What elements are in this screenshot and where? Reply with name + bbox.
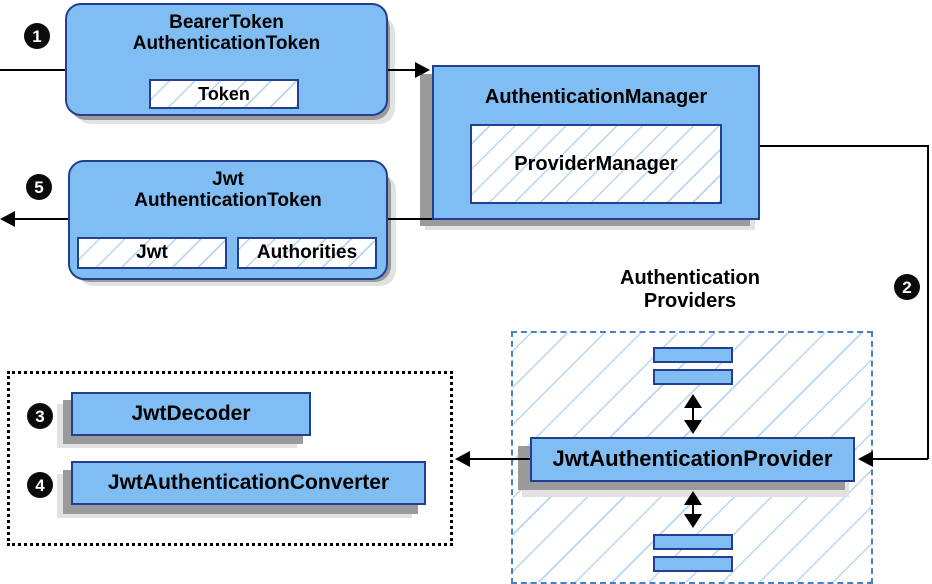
provider-to-support-arrowhead xyxy=(455,451,470,467)
manager-to-provider-line-vertical xyxy=(927,145,929,459)
step-bullet-4: 4 xyxy=(27,472,53,498)
provider-manager-inner-box[interactable]: ProviderManager xyxy=(470,124,722,204)
step-bullet-3: 3 xyxy=(27,403,53,429)
support-components-region xyxy=(7,371,453,546)
jwt-token-inner-jwt-box[interactable]: Jwt xyxy=(77,237,227,269)
bearer-token-node-label: BearerToken AuthenticationToken xyxy=(132,12,321,55)
authentication-manager-node-label: AuthenticationManager xyxy=(484,86,708,108)
jwt-authentication-provider-node[interactable]: JwtAuthenticationProvider xyxy=(530,437,855,482)
request-in-line xyxy=(0,69,66,71)
manager-to-provider-line-bottom xyxy=(873,458,928,460)
step-bullet-1: 1 xyxy=(24,23,50,49)
response-out-arrowhead xyxy=(0,211,15,227)
provider-down-arrow-line xyxy=(692,497,694,524)
manager-to-jwt-token-line xyxy=(388,218,432,220)
step-bullet-3-number: 3 xyxy=(35,406,45,426)
bearer-token-inner-token-label: Token xyxy=(198,83,250,104)
step-bullet-5-number: 5 xyxy=(34,177,44,197)
bearer-to-manager-arrowhead xyxy=(415,62,430,78)
provider-stub-bar-bottom-2 xyxy=(653,556,733,572)
step-bullet-4-number: 4 xyxy=(35,475,45,495)
provider-up-arrow-tail xyxy=(684,420,702,434)
jwt-decoder-label: JwtDecoder xyxy=(131,402,251,426)
provider-up-arrow-line xyxy=(692,400,694,430)
provider-stub-bar-top-2 xyxy=(653,369,733,385)
provider-up-arrow-head xyxy=(684,394,702,408)
provider-down-arrow-head xyxy=(684,491,702,505)
authentication-providers-caption: Authentication Providers xyxy=(620,267,760,312)
provider-stub-bar-top-1 xyxy=(653,347,733,363)
manager-to-provider-line-top xyxy=(760,145,928,147)
provider-to-support-line xyxy=(470,458,530,460)
step-bullet-1-number: 1 xyxy=(32,26,42,46)
jwt-authentication-converter-label: JwtAuthenticationConverter xyxy=(107,471,390,495)
provider-manager-label: ProviderManager xyxy=(514,152,678,175)
jwt-token-inner-authorities-label: Authorities xyxy=(256,242,358,263)
bearer-token-inner-token-box[interactable]: Token xyxy=(149,79,299,109)
jwt-authentication-converter-node[interactable]: JwtAuthenticationConverter xyxy=(71,461,426,505)
bearer-to-manager-line xyxy=(388,69,418,71)
manager-to-provider-arrowhead xyxy=(858,451,873,467)
jwt-token-inner-authorities-box[interactable]: Authorities xyxy=(237,237,377,269)
provider-down-arrow-tail xyxy=(684,514,702,528)
step-bullet-2: 2 xyxy=(894,274,920,300)
provider-stub-bar-bottom-1 xyxy=(653,534,733,550)
step-bullet-5: 5 xyxy=(26,174,52,200)
jwt-token-inner-jwt-label: Jwt xyxy=(136,242,168,263)
jwt-authentication-provider-label: JwtAuthenticationProvider xyxy=(552,446,833,472)
jwt-authentication-token-node-label: Jwt AuthenticationToken xyxy=(134,169,322,212)
jwt-decoder-node[interactable]: JwtDecoder xyxy=(71,392,311,436)
response-out-line xyxy=(15,218,70,220)
step-bullet-2-number: 2 xyxy=(902,277,912,297)
